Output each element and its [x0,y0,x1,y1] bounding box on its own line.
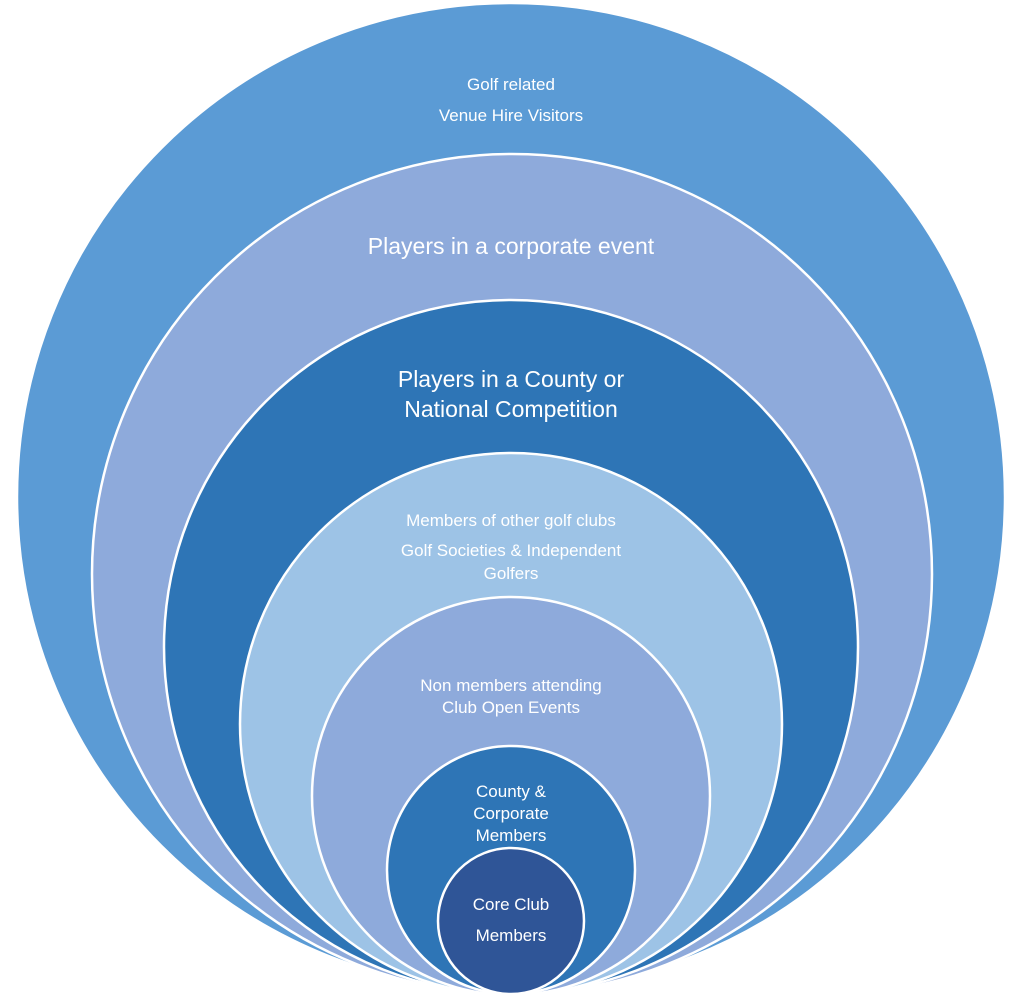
ring-corporate-event-label: Players in a corporate event [368,233,655,259]
ring-core-label-line-1: Core Club [473,895,550,914]
ring-core-shape [436,846,586,995]
ring-open-events-label-line-1: Non members attending [420,676,601,695]
ring-county-national-label-line-1: Players in a County or [398,366,625,392]
ring-core-label-line-2: Members [476,926,547,945]
ring-other-clubs-label-line-3: Golfers [484,564,539,583]
ring-other-clubs-label-line-2: Golf Societies & Independent [401,541,621,560]
ring-county-corporate-label-line-1: County & [476,782,547,801]
ring-county-corporate-label-line-3: Members [476,826,547,845]
ring-core: Core Club Members [436,846,586,995]
ring-other-clubs-label-line-1: Members of other golf clubs [406,511,616,530]
ring-venue-hire-label-line-1: Golf related [467,75,555,94]
ring-county-corporate-label-line-2: Corporate [473,804,549,823]
ring-venue-hire-label-line-2: Venue Hire Visitors [439,106,583,125]
ring-county-national-label-line-2: National Competition [404,396,618,422]
ring-open-events-label-line-2: Club Open Events [442,698,580,717]
